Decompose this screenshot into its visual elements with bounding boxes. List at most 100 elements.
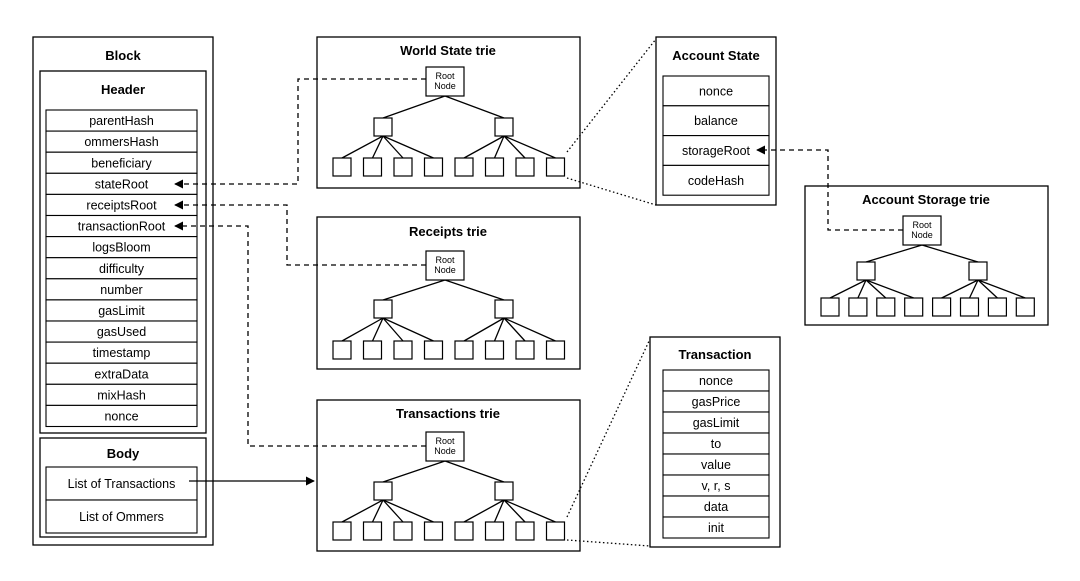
receipts-trie-title: Receipts trie xyxy=(409,224,487,239)
transaction-field-label: gasPrice xyxy=(692,395,741,409)
header-field-label: transactionRoot xyxy=(78,220,166,234)
leaf-node xyxy=(876,297,896,317)
tree-edges xyxy=(341,279,556,342)
branch-node xyxy=(494,117,514,137)
leaf-node xyxy=(423,521,444,541)
leaf-node xyxy=(423,340,444,360)
world-state-trie-title: World State trie xyxy=(400,43,496,58)
transaction-field-to: to xyxy=(662,432,770,455)
account-state-box: Account State nonce balance storageRoot cod… xyxy=(655,36,777,206)
receiptsroot-link xyxy=(174,200,426,266)
header-field-label: stateRoot xyxy=(95,177,149,191)
transaction-field-gaslimit: gasLimit xyxy=(662,411,770,434)
body-field-list-of-transactions: List of Transactions xyxy=(45,466,198,501)
account-state-title: Account State xyxy=(672,48,759,63)
body-field-label: List of Transactions xyxy=(68,477,176,491)
header-field-parenthash: parentHash xyxy=(45,109,198,132)
branch-node xyxy=(373,117,393,137)
transaction-field-nonce: nonce xyxy=(662,369,770,392)
leaf-node xyxy=(820,297,840,317)
account-state-field-label: storageRoot xyxy=(682,144,751,158)
connectors xyxy=(174,38,903,547)
block-title: Block xyxy=(105,48,141,63)
transaction-zoom-top xyxy=(566,338,651,518)
transaction-field-v-r-s: v, r, s xyxy=(662,474,770,497)
body-field-label: List of Ommers xyxy=(79,510,164,524)
leaf-node xyxy=(454,157,474,177)
account-state-field-label: balance xyxy=(694,114,738,128)
tree-edges xyxy=(341,460,556,523)
account-storage-trie-title: Account Storage trie xyxy=(862,192,990,207)
header-field-label: difficulty xyxy=(99,262,145,276)
header-field-label: parentHash xyxy=(89,114,154,128)
leaf-node xyxy=(332,521,352,541)
header-field-label: receiptsRoot xyxy=(86,198,157,212)
leaf-node xyxy=(362,157,383,177)
leaf-node xyxy=(332,340,352,360)
storageroot-link xyxy=(756,145,903,231)
root-node-label: Node xyxy=(434,446,456,456)
tree-edges xyxy=(341,95,556,159)
leaf-node xyxy=(545,521,566,541)
header-field-difficulty: difficulty xyxy=(45,257,198,280)
transaction-field-value: value xyxy=(662,453,770,476)
header-field-list: parentHashommersHashbeneficiarystateRoot… xyxy=(45,109,198,428)
leaf-node xyxy=(454,340,474,360)
transaction-field-label: value xyxy=(701,458,731,472)
leaf-node xyxy=(332,157,352,177)
branch-node xyxy=(373,481,393,501)
header-title: Header xyxy=(101,82,145,97)
header-field-extradata: extraData xyxy=(45,362,198,385)
leaf-node xyxy=(1015,297,1035,317)
leaf-node xyxy=(931,297,952,317)
leaf-node xyxy=(545,157,566,177)
root-node-label: Root xyxy=(435,71,455,81)
transaction-box: Transaction noncegasPricegasLimittovalue… xyxy=(649,336,781,548)
branch-node xyxy=(373,299,393,319)
header-field-receiptsroot: receiptsRoot xyxy=(45,193,198,217)
root-node-label: Root xyxy=(435,436,455,446)
header-field-transactionroot: transactionRoot xyxy=(45,214,198,238)
transaction-field-label: to xyxy=(711,437,721,451)
account-state-field-balance: balance xyxy=(662,105,770,137)
header-field-label: ommersHash xyxy=(84,135,158,149)
header-field-nonce: nonce xyxy=(45,404,198,428)
transactionroot-link xyxy=(174,221,426,447)
leaf-node xyxy=(362,340,383,360)
header-field-timestamp: timestamp xyxy=(45,341,198,364)
header-field-label: logsBloom xyxy=(92,241,150,255)
leaf-node xyxy=(484,521,505,541)
leaf-node xyxy=(484,340,505,360)
header-field-number: number xyxy=(45,278,198,301)
leaf-node xyxy=(362,521,383,541)
header-field-label: gasLimit xyxy=(98,304,145,318)
transaction-field-init: init xyxy=(662,516,770,539)
header-field-label: gasUsed xyxy=(97,325,146,339)
leaf-node xyxy=(423,157,444,177)
account-state-field-nonce: nonce xyxy=(662,75,770,107)
transaction-field-label: data xyxy=(704,500,728,514)
leaf-node xyxy=(848,297,868,317)
stateroot-link xyxy=(174,78,426,189)
root-node-label: Node xyxy=(434,81,456,91)
account-state-field-label: codeHash xyxy=(688,174,744,188)
leaf-node xyxy=(393,340,413,360)
leaf-node xyxy=(393,157,413,177)
header-field-label: nonce xyxy=(104,409,138,423)
branch-node xyxy=(494,299,514,319)
root-node-label: Node xyxy=(434,265,456,275)
transaction-zoom-bottom xyxy=(566,539,651,547)
transaction-field-label: v, r, s xyxy=(702,479,731,493)
root-node-label: Root xyxy=(912,220,932,230)
account-state-field-storageroot: storageRoot xyxy=(662,135,770,166)
leaf-node xyxy=(515,521,535,541)
